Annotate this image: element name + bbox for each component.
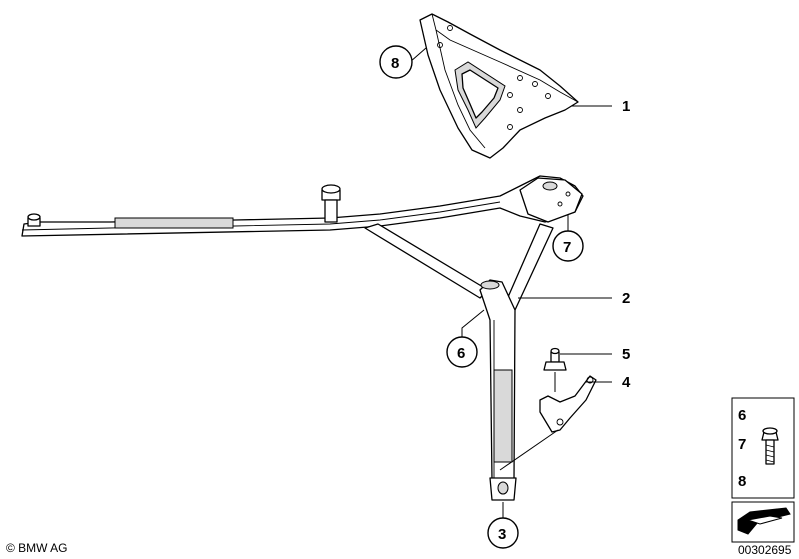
svg-text:6: 6 xyxy=(457,345,465,362)
part-5-bolt xyxy=(543,347,567,371)
leader-lines xyxy=(409,47,612,520)
svg-text:8: 8 xyxy=(391,55,399,72)
svg-text:4: 4 xyxy=(622,374,631,391)
orientation-arrow-icon xyxy=(731,501,795,543)
svg-text:5: 5 xyxy=(622,346,630,363)
part-2-main-strut xyxy=(21,175,584,501)
callout-6: 6 xyxy=(446,336,478,368)
svg-text:3: 3 xyxy=(498,526,506,543)
legend-6: 6 xyxy=(738,407,746,424)
callout-4: 4 xyxy=(622,374,631,391)
part-4-bracket xyxy=(539,375,597,433)
svg-text:2: 2 xyxy=(622,290,630,307)
svg-text:7: 7 xyxy=(563,239,571,256)
callout-5: 5 xyxy=(622,346,630,363)
legend-7: 7 xyxy=(738,436,746,453)
part-1-triangular-bracket xyxy=(419,13,579,159)
screw-icon xyxy=(761,427,779,465)
callout-7: 7 xyxy=(552,230,584,262)
callout-3: 3 xyxy=(487,517,519,549)
svg-text:1: 1 xyxy=(622,98,630,115)
legend-box: 6 7 8 xyxy=(731,397,795,499)
callout-2: 2 xyxy=(622,290,630,307)
image-number: 00302695 xyxy=(738,543,792,557)
callout-8: 8 xyxy=(379,45,413,79)
copyright-text: © BMW AG xyxy=(6,541,68,555)
legend-8: 8 xyxy=(738,473,746,490)
callout-1: 1 xyxy=(622,98,630,115)
